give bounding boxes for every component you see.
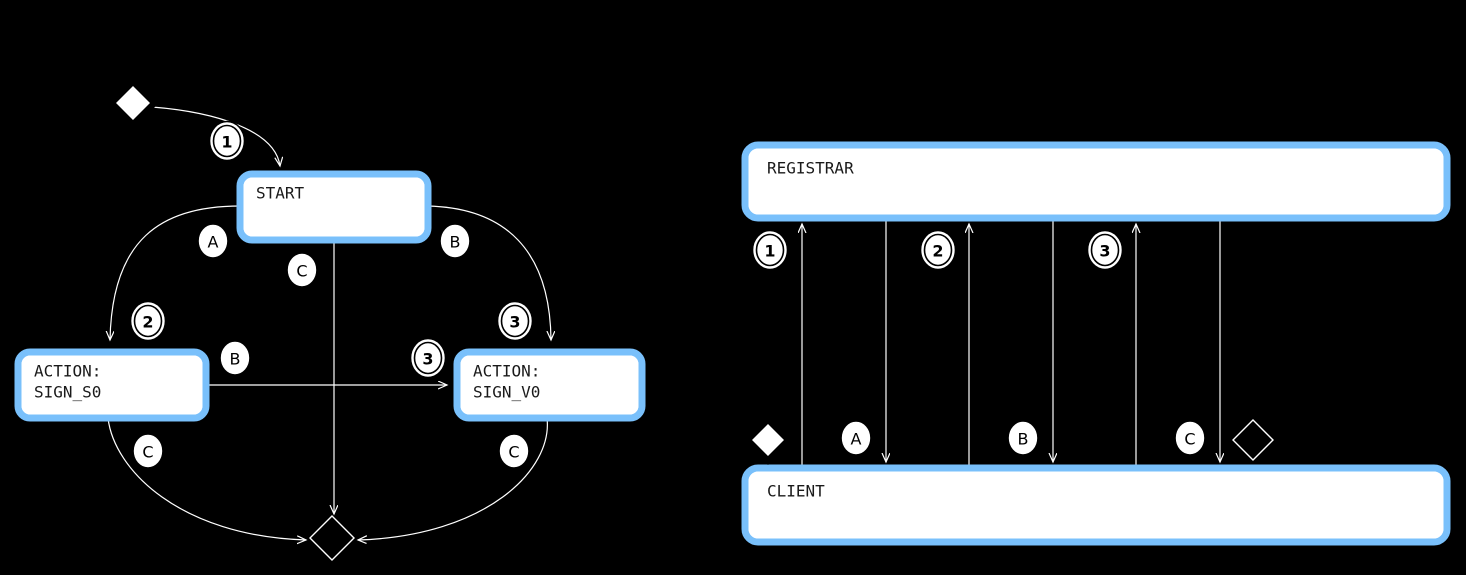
sequence-start-diamond-icon [743, 415, 793, 465]
state-node-label-line2: SIGN_S0 [34, 383, 101, 402]
diamond-shape [1232, 419, 1274, 461]
edge-badge-B: B [439, 223, 471, 259]
badge-inner-ring [1090, 233, 1120, 267]
edge-badge-1: 1 [751, 229, 789, 271]
edge-badge-2: 2 [129, 300, 167, 342]
diamond-shape [309, 515, 355, 561]
lifeline-registrar[interactable]: REGISTRAR [741, 141, 1451, 222]
edge-badge-C: C [1174, 420, 1206, 456]
state-node-sign_v0[interactable]: ACTION: SIGN_V0 [453, 348, 646, 422]
state-node-label-line2: SIGN_V0 [473, 383, 540, 402]
edge-badge-C: C [132, 433, 164, 469]
badge-label: C [508, 443, 519, 462]
diamond-inner [752, 424, 784, 456]
lifeline-label: CLIENT [767, 482, 825, 501]
badge-label: 3 [422, 350, 433, 369]
lifeline-fill [748, 471, 1444, 539]
badge-ring [1174, 420, 1206, 456]
badge-label: B [230, 350, 241, 369]
badge-label: C [1184, 430, 1195, 449]
badge-ring [219, 340, 251, 376]
final-state-diamond-icon [309, 515, 355, 561]
badge-label: B [450, 233, 461, 252]
badge-ring [1007, 420, 1039, 456]
badge-label: 1 [221, 133, 232, 152]
badge-ring [840, 420, 872, 456]
lifeline-fill [748, 148, 1444, 215]
badge-inner-ring [755, 233, 785, 267]
badge-label: 3 [509, 313, 520, 332]
state-node-label-line1: ACTION: [34, 362, 101, 381]
badge-ring [498, 433, 530, 469]
badge-label: A [851, 430, 862, 449]
edge-layer [108, 106, 1220, 540]
badge-ring [286, 252, 318, 288]
edge-badge-A: A [197, 223, 229, 259]
badge-label: 2 [142, 313, 153, 332]
state-node-start[interactable]: START [236, 170, 432, 244]
edge-badge-3: 3 [496, 300, 534, 342]
badge-label: 1 [764, 242, 775, 261]
lifeline-client[interactable]: CLIENT [741, 464, 1451, 546]
badge-inner-ring [500, 304, 530, 338]
edge-badge-B: B [219, 340, 251, 376]
badge-inner-ring [923, 233, 953, 267]
badge-label: 3 [1099, 242, 1110, 261]
edge-badge-2: 2 [919, 229, 957, 271]
badge-label: B [1018, 430, 1029, 449]
initial-state-diamond-icon [107, 77, 159, 129]
state-node-fill [21, 355, 203, 415]
state-node-fill [460, 355, 639, 415]
badge-label: 2 [932, 242, 943, 261]
node-layer: START ACTION: SIGN_S0 ACTION: SIGN_V0 REGISTR… [14, 77, 1451, 561]
edge-badge-3: 3 [409, 337, 447, 379]
edge-badge-1: 1 [208, 120, 246, 162]
badge-inner-ring [413, 341, 443, 375]
state-node-label: START [256, 184, 305, 203]
state-node-sign_s0[interactable]: ACTION: SIGN_S0 [14, 348, 210, 422]
state-node-fill [243, 177, 425, 237]
badge-inner-ring [133, 304, 163, 338]
edge-badge-C: C [286, 252, 318, 288]
badge-label: A [208, 233, 219, 252]
lifeline-label: REGISTRAR [767, 159, 854, 178]
badge-ring [197, 223, 229, 259]
badge-label: C [142, 443, 153, 462]
diamond-inner [116, 86, 150, 120]
edge-badge-A: A [840, 420, 872, 456]
sequence-end-diamond-icon [1232, 419, 1274, 461]
badge-inner-ring [212, 124, 242, 158]
badge-ring [439, 223, 471, 259]
edge-badge-3: 3 [1086, 229, 1124, 271]
badge-ring [132, 433, 164, 469]
edge-badge-B: B [1007, 420, 1039, 456]
edge-badge-C: C [498, 433, 530, 469]
badge-label: C [296, 262, 307, 281]
state-node-label-line1: ACTION: [473, 362, 540, 381]
